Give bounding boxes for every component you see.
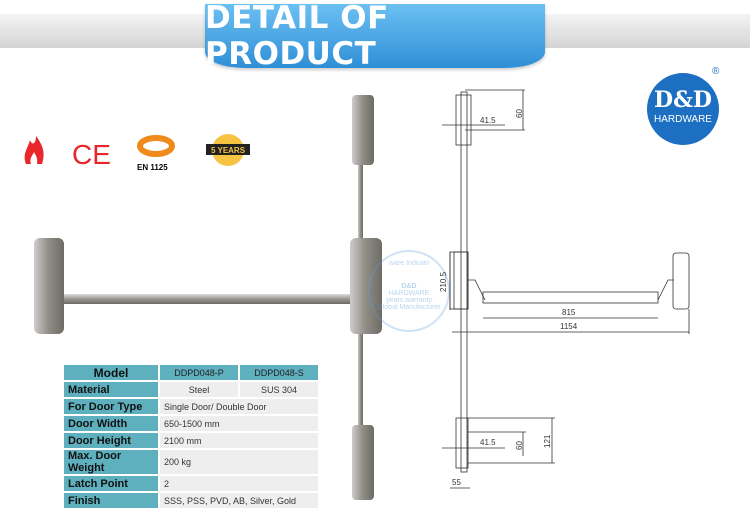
ce-label: CE [72, 139, 111, 170]
bar-drawing [482, 291, 659, 304]
fire-icon [24, 136, 44, 164]
left-end-cap [34, 238, 64, 334]
en-1125-label: EN 1125 [137, 163, 168, 172]
ce-mark-icon: CE [72, 139, 111, 170]
top-latch [352, 95, 374, 165]
5-years-warranty-icon: 5 YEARS [206, 134, 250, 166]
registered-mark: ® [712, 66, 720, 77]
brand-logo: D&D HARDWARE [647, 73, 719, 145]
dim-top-offset: 41.5 [480, 116, 496, 125]
dim-top-height: 60 [515, 109, 524, 118]
top-head [455, 94, 472, 146]
push-bar [60, 294, 350, 304]
dim-total-length: 1154 [560, 322, 578, 331]
technical-drawing: 41.5 60 210.5 815 1154 41.5 60 121 55 [439, 89, 690, 489]
dim-bottom-height: 60 [515, 441, 524, 450]
dim-bar-length: 815 [562, 308, 576, 317]
page-title: DETAIL OF PRODUCT [205, 0, 545, 72]
dim-bottom-width: 55 [452, 478, 461, 487]
5-years-label: 5 YEARS [211, 146, 246, 155]
en-1125-icon: EN 1125 [137, 135, 175, 172]
dim-bottom-total: 121 [543, 434, 552, 448]
logo-text: D&D [653, 87, 713, 113]
bottom-latch [352, 425, 374, 500]
logo-subtext: HARDWARE [654, 114, 712, 125]
dim-bottom-offset: 41.5 [480, 438, 496, 447]
certification-icons: CE EN 1125 5 YEARS [24, 134, 250, 172]
dim-case-height: 210.5 [439, 271, 448, 292]
